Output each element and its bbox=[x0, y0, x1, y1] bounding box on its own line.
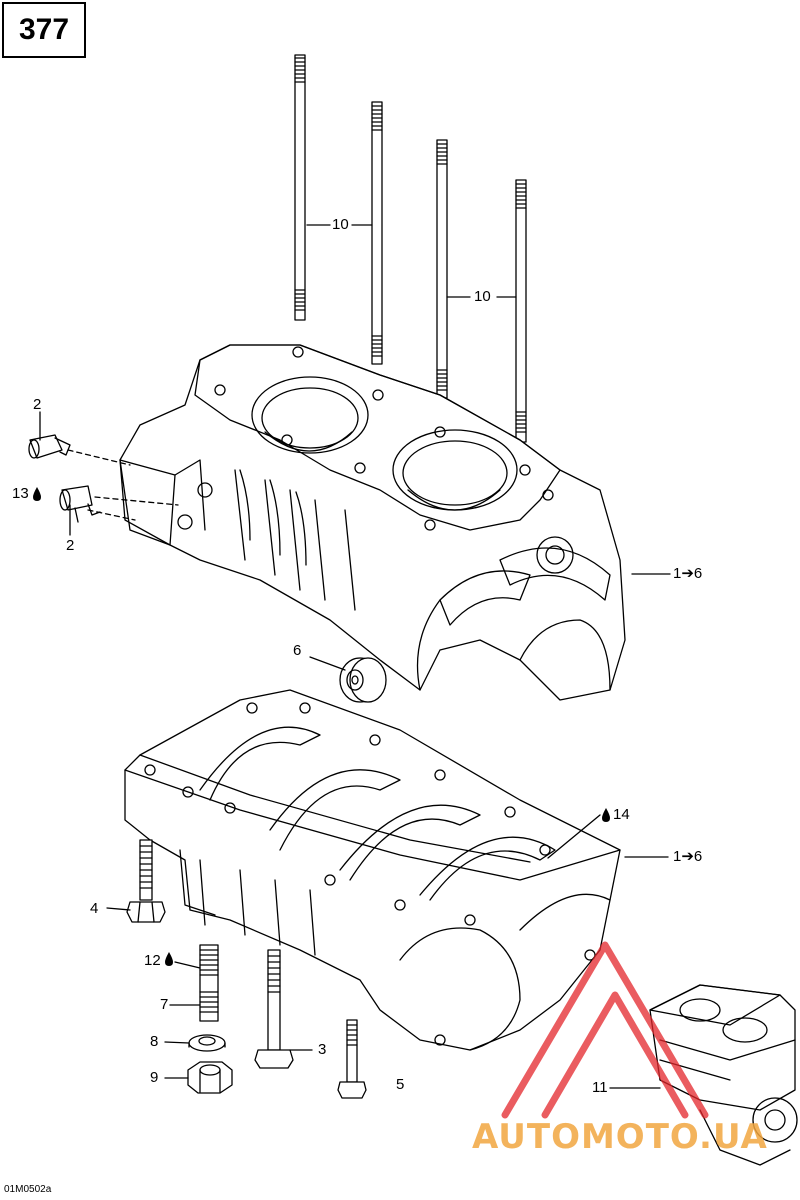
callout-13: 13 bbox=[12, 485, 29, 502]
callout-3: 3 bbox=[318, 1041, 327, 1058]
stud-10-c bbox=[436, 139, 448, 399]
washer-8 bbox=[188, 1034, 226, 1052]
callout-10-a: 10 bbox=[332, 216, 349, 233]
callout-11: 11 bbox=[592, 1079, 608, 1096]
screw-3 bbox=[254, 949, 294, 1069]
triangle-logo-icon bbox=[501, 941, 709, 1119]
lower-crankcase bbox=[124, 689, 621, 1051]
nut-9 bbox=[187, 1061, 233, 1094]
oil-drop-icon bbox=[33, 487, 41, 501]
stud-7 bbox=[199, 944, 219, 1022]
callout-12: 12 bbox=[144, 952, 161, 969]
page-number: 377 bbox=[18, 13, 70, 46]
screw-5 bbox=[337, 1019, 367, 1099]
screw-4 bbox=[126, 839, 166, 923]
leader-lines bbox=[39, 224, 671, 1089]
pipe-fitting-2-lower bbox=[59, 485, 101, 523]
seal-6 bbox=[339, 657, 387, 703]
drawing-code: 01M0502a bbox=[4, 1184, 52, 1195]
callout-1-6-b: 1➔6 bbox=[673, 848, 703, 865]
callout-14: 14 bbox=[613, 806, 630, 823]
callout-2-b: 2 bbox=[66, 537, 75, 554]
callout-9: 9 bbox=[150, 1069, 159, 1086]
callout-4: 4 bbox=[90, 900, 99, 917]
callout-10-b: 10 bbox=[474, 288, 491, 305]
leader-dashes-pipes bbox=[67, 449, 179, 521]
callout-2-a: 2 bbox=[33, 396, 42, 413]
callout-7: 7 bbox=[160, 996, 169, 1013]
page-number-box: 377 bbox=[2, 2, 86, 58]
callout-1-6-a: 1➔6 bbox=[673, 565, 703, 582]
stud-10-b bbox=[371, 101, 383, 365]
pipe-fitting-2-upper bbox=[28, 434, 71, 459]
stud-10-d bbox=[515, 179, 527, 443]
oil-drop-icon bbox=[602, 808, 610, 822]
callout-5: 5 bbox=[396, 1076, 405, 1093]
callout-6: 6 bbox=[293, 642, 302, 659]
callout-8: 8 bbox=[150, 1033, 159, 1050]
watermark-text: AUTOMOTO.UA bbox=[472, 1117, 768, 1157]
oil-drop-icon bbox=[165, 952, 173, 966]
stud-10-a bbox=[294, 54, 306, 321]
upper-crankcase bbox=[119, 344, 626, 701]
